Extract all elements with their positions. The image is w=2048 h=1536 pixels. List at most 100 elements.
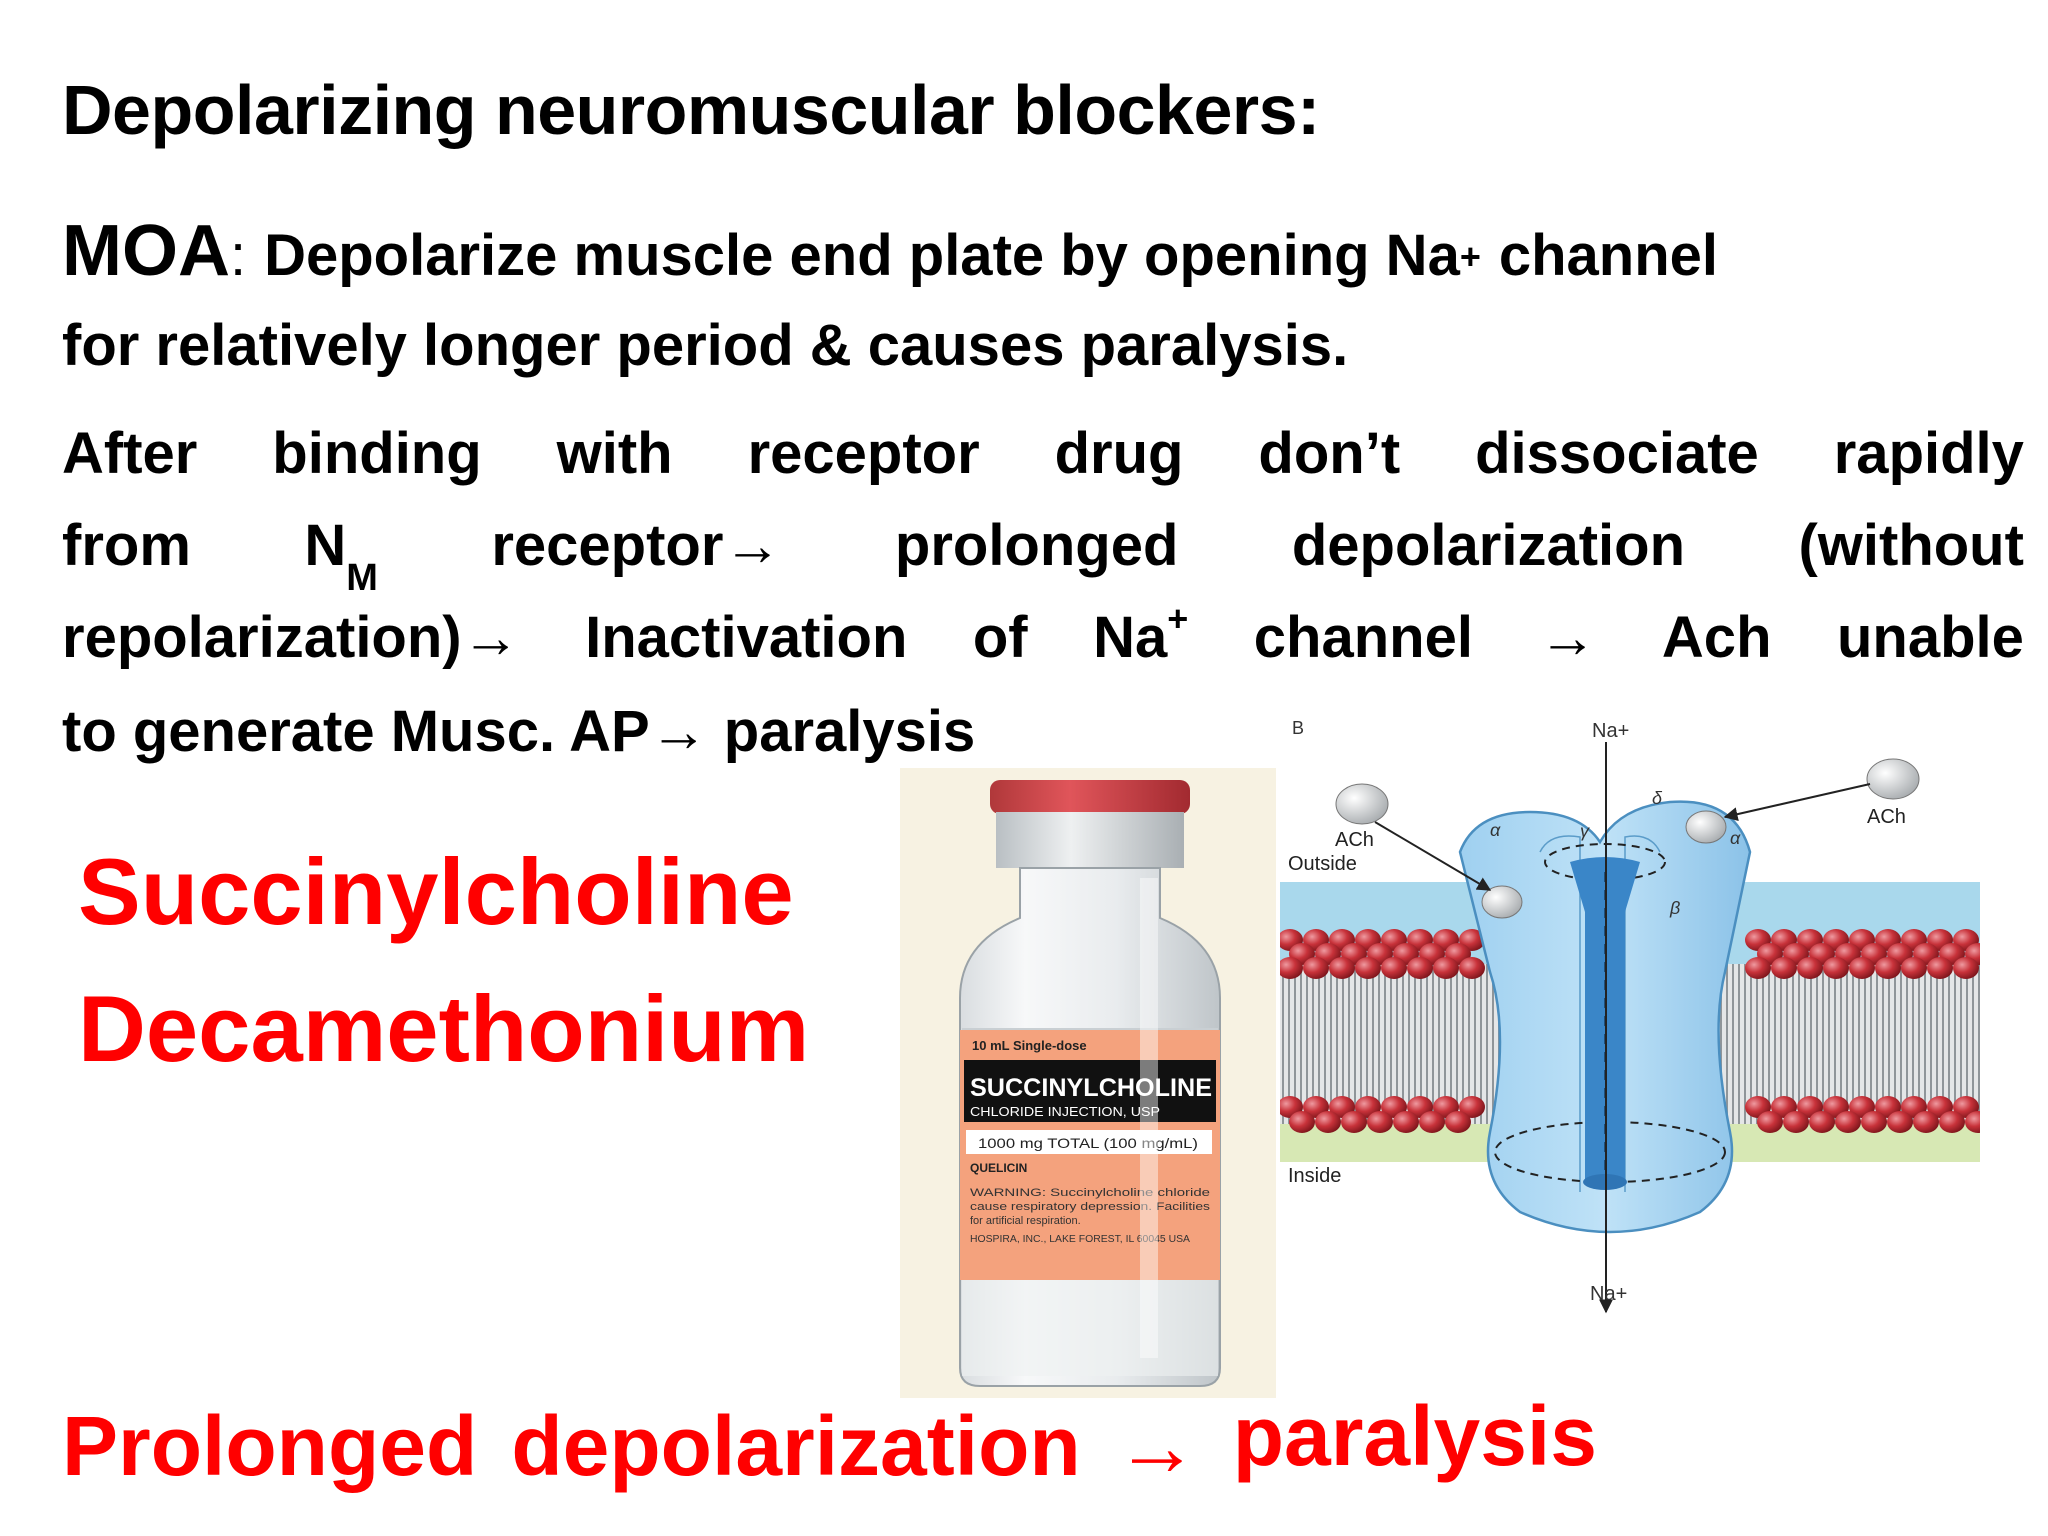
lipid-head xyxy=(1875,957,1901,979)
word: repolarization)→ xyxy=(62,605,520,670)
lipid-head xyxy=(1745,957,1771,979)
word: with xyxy=(556,421,673,486)
drug-succinylcholine: Succinylcholine xyxy=(78,839,794,944)
lipid-head xyxy=(1459,1096,1485,1118)
lipid-head xyxy=(1757,1111,1783,1133)
moa-line-2: for relatively longer period & causes pa… xyxy=(62,313,1349,378)
word: Ach xyxy=(1661,605,1772,670)
lipid-head xyxy=(1407,957,1433,979)
vial-label-sub: CHLORIDE INJECTION, USP xyxy=(970,1104,1160,1119)
vial-label-brand: QUELICIN xyxy=(970,1161,1027,1175)
na-top-label: Na+ xyxy=(1592,720,1629,742)
lipid-head xyxy=(1367,1111,1393,1133)
vial-label-maker: HOSPIRA, INC., LAKE FOREST, IL 60045 USA xyxy=(970,1234,1190,1245)
slide-title: Depolarizing neuromuscular blockers: xyxy=(62,71,1320,149)
lipid-head xyxy=(1835,1111,1861,1133)
lipid-head xyxy=(1771,957,1797,979)
binding-site-right xyxy=(1685,810,1727,844)
lipid-head xyxy=(1849,957,1875,979)
ach-molecule-left xyxy=(1335,783,1389,825)
mechanism-line-3: repolarization)→ Inactivation of Na+ cha… xyxy=(62,597,2024,671)
vial-label-dose: 1000 mg TOTAL (100 mg/mL) xyxy=(978,1135,1198,1151)
lipid-head xyxy=(1341,1111,1367,1133)
lipid-head xyxy=(1809,1111,1835,1133)
lipid-head xyxy=(1393,1111,1419,1133)
lipid-head xyxy=(1280,957,1303,979)
ach-molecule-right xyxy=(1866,758,1920,800)
word: binding xyxy=(272,421,482,486)
word: unable xyxy=(1836,605,2024,670)
nicotinic-receptor-diagram: B Na+ Na+ ACh ACh Outside Inside α α γ δ… xyxy=(1280,712,1980,1332)
na-bottom-label: Na+ xyxy=(1590,1283,1627,1305)
vial-label-warning-1: WARNING: Succinylcholine chloride xyxy=(970,1187,1210,1199)
lipid-head xyxy=(1861,1111,1887,1133)
vial-label-black-band xyxy=(964,1060,1216,1122)
moa-text: Depolarize muscle end plate by opening N… xyxy=(264,223,1460,288)
lipid-head xyxy=(1939,1111,1965,1133)
ach-right-label: ACh xyxy=(1867,806,1906,828)
lipid-head xyxy=(1433,957,1459,979)
moa-line-1: MOA: Depolarize muscle end plate by openi… xyxy=(62,205,2022,302)
membrane-heads-bottom xyxy=(1280,1096,1980,1133)
lipid-head xyxy=(1289,1111,1315,1133)
arrow: → xyxy=(1538,605,1597,670)
lipid-head xyxy=(1355,957,1381,979)
inside-label: Inside xyxy=(1288,1165,1341,1187)
lipid-head xyxy=(1901,957,1927,979)
word: from xyxy=(62,513,191,578)
lipid-head xyxy=(1783,1111,1809,1133)
lipid-head xyxy=(1953,957,1979,979)
vial-cap xyxy=(990,780,1190,814)
lipid-head xyxy=(1797,957,1823,979)
succinylcholine-vial-image: 10 mL Single-dose SUCCINYLCHOLINE CHLORI… xyxy=(900,768,1276,1398)
lipid-head xyxy=(1445,1111,1471,1133)
lipid-head xyxy=(1381,957,1407,979)
lipid-head xyxy=(1965,1111,1980,1133)
vial-label-name: SUCCINYLCHOLINE xyxy=(970,1074,1212,1102)
word: Inactivation xyxy=(585,605,908,670)
word: of xyxy=(972,605,1028,670)
word: don’t xyxy=(1258,421,1401,486)
beta: β xyxy=(1669,898,1680,918)
lipid-head xyxy=(1927,957,1953,979)
word: channel xyxy=(1253,605,1473,670)
lipid-head xyxy=(1315,1111,1341,1133)
ach-left-label: ACh xyxy=(1335,829,1374,851)
drug-decamethonium: Decamethonium xyxy=(78,976,810,1081)
mechanism-line-4: to generate Musc. AP→ paralysis xyxy=(62,699,976,764)
binding-site-left xyxy=(1481,885,1523,919)
moa-label: MOA xyxy=(62,211,230,291)
lipid-head xyxy=(1303,957,1329,979)
lipid-head xyxy=(1913,1111,1939,1133)
nm-receptor-symbol: NM xyxy=(304,513,378,599)
word: (without xyxy=(1798,513,2024,578)
word: drug xyxy=(1054,421,1184,486)
word: After xyxy=(62,421,198,486)
moa-colon: : xyxy=(229,223,247,288)
summary-word-depolarization: depolarization xyxy=(511,1399,1081,1493)
alpha-right: α xyxy=(1730,828,1741,848)
word: receptor→ xyxy=(491,513,782,578)
lipid-head xyxy=(1329,957,1355,979)
membrane-heads-top xyxy=(1280,929,1980,979)
vial-crimp xyxy=(996,812,1184,868)
lipid-head xyxy=(1459,957,1485,979)
lipid-head xyxy=(1419,1111,1445,1133)
vial-label-top: 10 mL Single-dose xyxy=(972,1038,1087,1053)
mechanism-line-1: After binding with receptor drug don’t d… xyxy=(62,420,2024,487)
word: dissociate xyxy=(1475,421,1759,486)
outside-label: Outside xyxy=(1288,853,1357,875)
summary-word-paralysis: paralysis xyxy=(1232,1389,1597,1483)
word: depolarization xyxy=(1291,513,1686,578)
vial-label-warning-2: cause respiratory depression. Facilities xyxy=(970,1201,1211,1213)
moa-channel-word: channel xyxy=(1498,223,1719,288)
word: prolonged xyxy=(894,513,1179,578)
alpha-left: α xyxy=(1490,820,1501,840)
na-plus: Na+ xyxy=(1093,597,1189,670)
gamma: γ xyxy=(1580,821,1590,841)
delta: δ xyxy=(1652,788,1663,808)
word: receptor xyxy=(747,421,980,486)
panel-label: B xyxy=(1292,718,1304,738)
mechanism-line-2: from NM receptor→ prolonged depolarizati… xyxy=(62,512,2024,599)
